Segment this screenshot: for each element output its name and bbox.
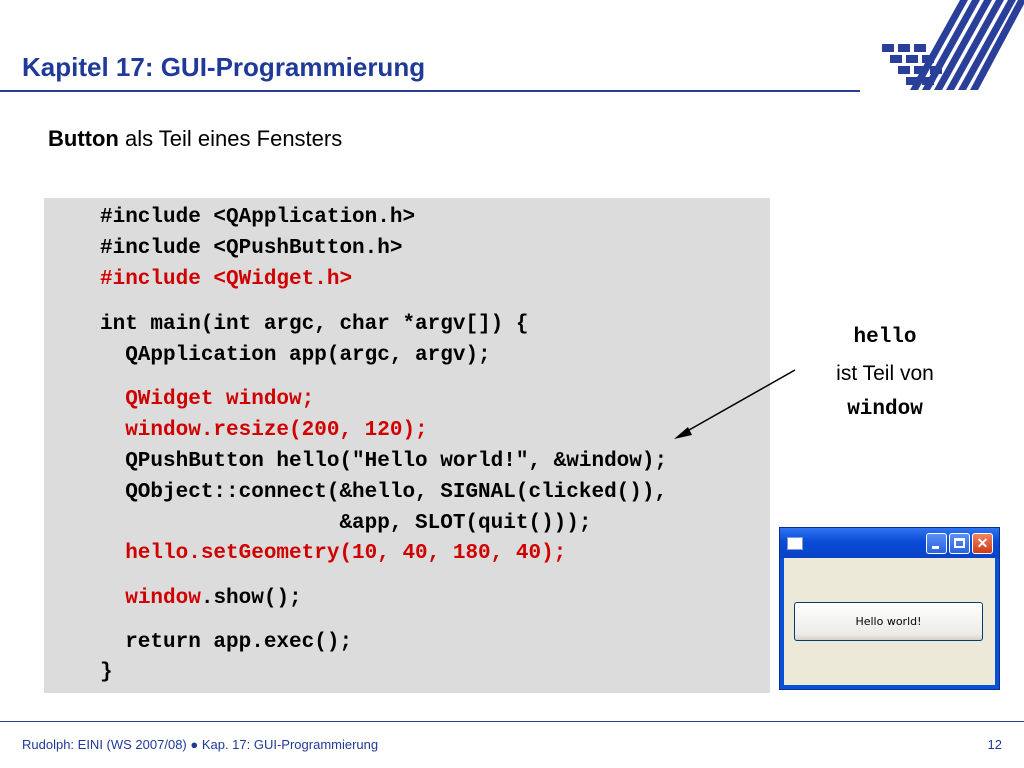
note-hello: hello <box>853 326 917 349</box>
qt-window-preview: ✕ Hello world! <box>779 527 1000 690</box>
code-line: &app, SLOT(quit())); <box>100 512 591 535</box>
close-button[interactable]: ✕ <box>972 533 993 554</box>
note-ist-teil-von: ist Teil von <box>836 362 934 385</box>
footer-text: Rudolph: EINI (WS 2007/08) ● Kap. 17: GU… <box>22 737 379 752</box>
window-app-icon <box>787 537 803 550</box>
annotation-note: hello ist Teil von window <box>800 320 970 428</box>
code-line: window.show(); <box>100 587 302 610</box>
slide-subtitle: Button als Teil eines Fensters <box>48 126 342 152</box>
code-line: hello.setGeometry(10, 40, 180, 40); <box>100 542 566 565</box>
window-client-area: Hello world! <box>784 558 995 685</box>
slide-title: Kapitel 17: GUI-Programmierung <box>22 52 426 82</box>
code-line: #include <QApplication.h> <box>100 206 415 229</box>
code-token: int main(int argc, char *argv[]) { <box>100 313 529 336</box>
code-line: QObject::connect(&hello, SIGNAL(clicked(… <box>100 481 667 504</box>
hello-world-button[interactable]: Hello world! <box>794 602 983 641</box>
code-line: QWidget window; <box>100 388 314 411</box>
code-line: } <box>100 661 113 684</box>
window-titlebar[interactable]: ✕ <box>780 528 999 558</box>
code-token: #include <QPushButton.h> <box>100 237 403 260</box>
code-token: .show(); <box>200 587 302 610</box>
minimize-button[interactable] <box>926 533 947 554</box>
close-icon: ✕ <box>976 535 989 551</box>
code-token: QApplication app(argc, argv); <box>100 344 491 367</box>
code-block: #include <QApplication.h> #include <QPush… <box>44 198 770 693</box>
code-token: window.resize(200, 120); <box>100 419 428 442</box>
code-token: #include <QWidget.h> <box>100 268 353 291</box>
note-window: window <box>847 398 923 421</box>
code-line: QPushButton hello("Hello world!", &windo… <box>100 450 667 473</box>
minimize-icon <box>932 546 939 549</box>
maximize-icon <box>954 538 965 548</box>
code-line: window.resize(200, 120); <box>100 419 428 442</box>
code-token: &app, SLOT(quit())); <box>100 512 592 535</box>
code-line: #include <QPushButton.h> <box>100 237 402 260</box>
code-line: QApplication app(argc, argv); <box>100 344 491 367</box>
code-token: } <box>100 661 113 684</box>
code-token: QObject::connect(&hello, SIGNAL(clicked(… <box>100 481 668 504</box>
subtitle-rest: als Teil eines Fensters <box>118 126 343 151</box>
code-token: return app.exec(); <box>100 631 353 654</box>
header-rule <box>0 90 860 92</box>
footer-rule <box>0 721 1024 722</box>
maximize-button[interactable] <box>949 533 970 554</box>
code-line: return app.exec(); <box>100 631 352 654</box>
code-token: window <box>125 587 201 610</box>
annotation-arrow-icon <box>674 369 796 439</box>
university-logo-icon <box>882 0 1024 90</box>
code-token: hello.setGeometry(10, 40, 180, 40); <box>100 542 567 565</box>
code-token: QPushButton hello("Hello world!", &windo… <box>100 450 668 473</box>
subtitle-bold: Button <box>48 126 119 151</box>
page-number: 12 <box>987 737 1002 752</box>
code-token <box>100 587 125 610</box>
code-line: #include <QWidget.h> <box>100 268 352 291</box>
code-token: #include <QApplication.h> <box>100 206 416 229</box>
code-line: int main(int argc, char *argv[]) { <box>100 313 528 336</box>
code-token: QWidget window; <box>100 388 315 411</box>
